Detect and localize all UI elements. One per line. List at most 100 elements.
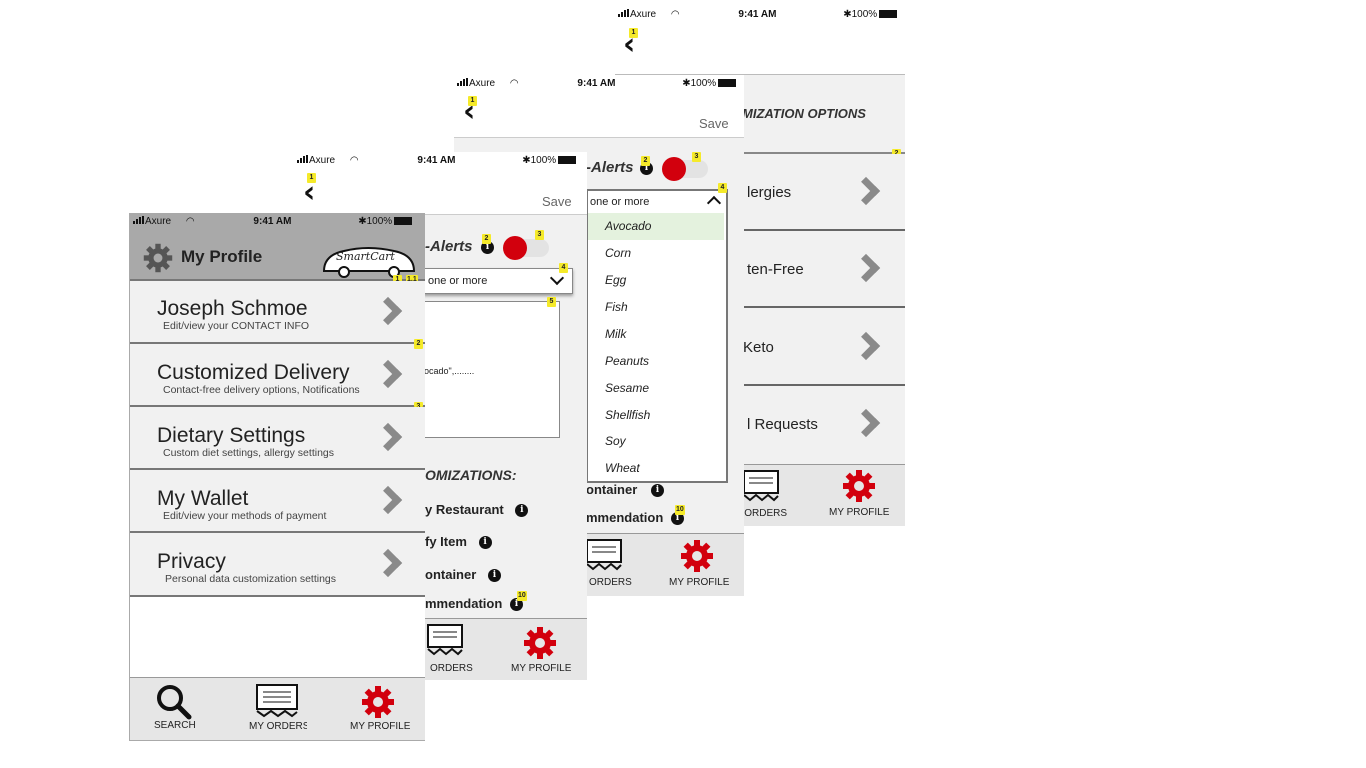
chevron-right-icon bbox=[373, 359, 403, 389]
chevron-right-icon bbox=[373, 485, 403, 515]
annotation-tag: 1 bbox=[468, 96, 477, 106]
search-icon bbox=[157, 685, 192, 720]
item-container: ontainer i bbox=[586, 482, 664, 498]
tab-label: MY ORDERS bbox=[249, 721, 307, 732]
row-title: Joseph Schmoe bbox=[157, 297, 308, 320]
tab-label: ORDERS bbox=[430, 663, 473, 674]
tab-label: SEARCH bbox=[154, 720, 196, 731]
smartcart-logo: SmartCart bbox=[320, 243, 418, 279]
tab-search[interactable]: SEARCH bbox=[146, 678, 206, 740]
chevron-right-icon bbox=[373, 296, 403, 326]
option-label: l Requests bbox=[747, 416, 818, 433]
tab-label: MY PROFILE bbox=[829, 507, 890, 518]
annotation-tag: 10 bbox=[675, 505, 685, 515]
dropdown-option[interactable]: Shellfish bbox=[605, 408, 651, 422]
dropdown-option[interactable]: Avocado bbox=[588, 213, 724, 240]
battery-icon bbox=[718, 79, 737, 88]
dropdown-option[interactable]: Corn bbox=[605, 246, 632, 260]
annotation-tag: 3 bbox=[692, 152, 701, 162]
option-container: ontainer i bbox=[425, 567, 501, 583]
allergy-select[interactable]: one or more bbox=[423, 268, 573, 294]
signal-icon bbox=[133, 216, 145, 224]
row-subtitle: Personal data customization settings bbox=[165, 573, 337, 585]
info-icon[interactable]: i bbox=[509, 598, 523, 612]
option-label: lergies bbox=[747, 184, 792, 201]
row-customized-delivery[interactable]: Customized Delivery Contact-free deliver… bbox=[130, 344, 425, 407]
dropdown-option[interactable]: Fish bbox=[605, 300, 628, 314]
row-privacy[interactable]: Privacy Personal data customization sett… bbox=[130, 533, 425, 597]
gear-icon bbox=[843, 470, 875, 502]
alerts-toggle[interactable] bbox=[662, 157, 708, 181]
dropdown-option[interactable]: Sesame bbox=[605, 381, 650, 395]
info-icon[interactable]: i bbox=[481, 241, 494, 254]
info-icon[interactable]: i bbox=[487, 569, 501, 583]
row-title: Customized Delivery bbox=[157, 361, 350, 384]
allergy-dropdown[interactable]: one or more 4 Avocado Corn Egg Fish Milk… bbox=[586, 183, 728, 483]
dropdown-option[interactable]: Soy bbox=[605, 434, 626, 448]
option-restaurant: y Restaurant i bbox=[425, 502, 529, 518]
signal-icon bbox=[457, 78, 469, 86]
selected-allergies-textarea[interactable]: ocado",........ bbox=[423, 301, 560, 438]
bluetooth-icon: ✱ bbox=[522, 155, 531, 166]
alerts-label: -Alerts bbox=[586, 159, 634, 176]
option-label: ten-Free bbox=[747, 261, 804, 278]
receipt-icon bbox=[256, 684, 298, 718]
receipt-icon bbox=[586, 539, 622, 571]
item-recommendation: mmendation i bbox=[586, 510, 684, 526]
back-button[interactable]: ‹ bbox=[303, 175, 316, 210]
signal-icon bbox=[618, 9, 630, 17]
page-title: My Profile bbox=[181, 247, 263, 266]
tab-my-orders[interactable]: MY ORDERS bbox=[248, 678, 310, 740]
row-contact-info[interactable]: Joseph Schmoe Edit/view your CONTACT INF… bbox=[130, 281, 425, 344]
annotation-tag: 1 bbox=[629, 28, 638, 38]
info-icon[interactable]: i bbox=[670, 512, 684, 526]
info-icon[interactable]: i bbox=[515, 504, 529, 518]
dropdown-option[interactable]: Wheat bbox=[605, 461, 640, 475]
tab-my-profile[interactable]: MY PROFILE bbox=[348, 678, 425, 740]
annotation-tag: 1.1 bbox=[406, 275, 418, 285]
chevron-right-icon bbox=[373, 548, 403, 578]
battery-icon bbox=[879, 10, 898, 19]
save-button[interactable]: Save bbox=[699, 116, 729, 131]
battery-icon bbox=[558, 156, 577, 165]
bluetooth-icon: ✱ bbox=[843, 9, 852, 20]
signal-icon bbox=[297, 155, 309, 163]
annotation-tag: 4 bbox=[718, 183, 727, 193]
wifi-icon: ◠ bbox=[509, 78, 519, 89]
tab-my-orders[interactable]: ORDERS bbox=[584, 534, 654, 596]
status-bar: Axure ◠ 9:41 AM ✱100% bbox=[297, 155, 577, 166]
option-label: y Restaurant bbox=[425, 502, 504, 517]
tab-my-orders[interactable]: ORDERS bbox=[425, 619, 495, 680]
row-subtitle: Edit/view your CONTACT INFO bbox=[163, 320, 310, 332]
tab-bar: SEARCH MY ORDERS MY PROFILE bbox=[130, 677, 425, 740]
row-dietary-settings[interactable]: Dietary Settings Custom diet settings, a… bbox=[130, 407, 425, 470]
row-title: Privacy bbox=[157, 550, 226, 573]
alerts-toggle[interactable] bbox=[503, 236, 549, 260]
tab-label: Y ORDERS bbox=[735, 508, 788, 519]
tab-my-profile[interactable]: MY PROFILE bbox=[664, 534, 744, 596]
textarea-content: ocado",........ bbox=[424, 366, 475, 376]
option-recommendation: mmendation i bbox=[425, 596, 523, 612]
annotation-tag: 5 bbox=[547, 297, 556, 307]
dropdown-option[interactable]: Egg bbox=[605, 273, 627, 287]
info-icon[interactable]: i bbox=[650, 484, 664, 498]
gear-icon bbox=[524, 627, 556, 659]
tab-label: MY PROFILE bbox=[669, 577, 730, 588]
status-bar: Axure ◠ 9:41 AM ✱100% bbox=[457, 78, 737, 89]
item-label: ontainer bbox=[586, 482, 638, 497]
bluetooth-icon: ✱ bbox=[682, 78, 691, 89]
dropdown-option[interactable]: Milk bbox=[605, 327, 627, 341]
option-label: Keto bbox=[743, 339, 774, 356]
row-my-wallet[interactable]: My Wallet Edit/view your methods of paym… bbox=[130, 470, 425, 533]
tab-my-orders[interactable]: Y ORDERS bbox=[735, 465, 805, 527]
tab-my-profile[interactable]: MY PROFILE bbox=[507, 619, 587, 680]
receipt-icon bbox=[427, 624, 463, 656]
option-label: ontainer bbox=[425, 567, 477, 582]
info-icon[interactable]: i bbox=[478, 536, 492, 550]
save-button[interactable]: Save bbox=[542, 194, 572, 209]
annotation-tag: 10 bbox=[517, 591, 527, 601]
tab-my-profile[interactable]: MY PROFILE bbox=[823, 465, 899, 527]
dropdown-option[interactable]: Peanuts bbox=[605, 354, 650, 368]
tab-label: ORDERS bbox=[589, 577, 632, 588]
wifi-icon: ◠ bbox=[349, 155, 359, 166]
